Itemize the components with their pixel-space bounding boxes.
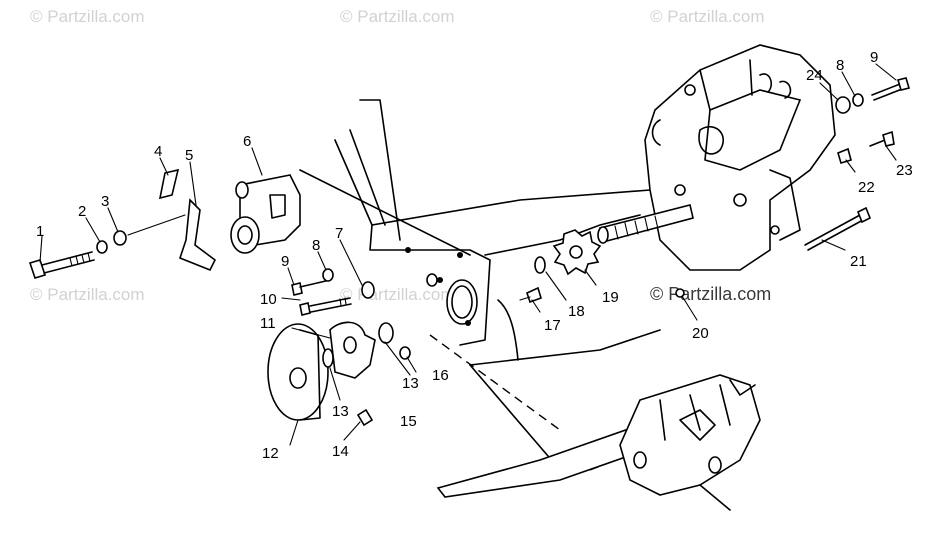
watermark-top-center: © Partzilla.com xyxy=(340,7,455,26)
callout-17: 17 xyxy=(544,317,561,334)
callout-8-left: 8 xyxy=(312,237,320,254)
callout-13-lower: 13 xyxy=(332,403,349,420)
callout-23: 23 xyxy=(896,162,913,179)
bracket xyxy=(158,168,217,272)
watermark-top-right: © Partzilla.com xyxy=(650,7,765,26)
callout-21: 21 xyxy=(850,253,867,270)
callout-13-upper: 13 xyxy=(402,375,419,392)
chassis-frame xyxy=(299,99,721,471)
small-fasteners xyxy=(291,77,911,316)
callout-1: 1 xyxy=(36,223,44,240)
callout-8-right: 8 xyxy=(836,57,844,74)
callout-7: 7 xyxy=(335,225,343,242)
watermark-top-left: © Partzilla.com xyxy=(30,7,145,26)
callout-9-right: 9 xyxy=(870,49,878,66)
callout-labels: 1 2 3 4 5 6 7 8 8 9 9 10 11 12 13 13 14 … xyxy=(36,49,913,462)
callout-2: 2 xyxy=(78,203,86,220)
leader-lines xyxy=(39,63,897,446)
callout-24: 24 xyxy=(806,67,823,84)
sprocket xyxy=(552,229,602,276)
callout-9-left: 9 xyxy=(281,253,289,270)
watermark-group: © Partzilla.com © Partzilla.com © Partzi… xyxy=(30,7,771,304)
callout-4: 4 xyxy=(154,143,162,160)
callout-5: 5 xyxy=(185,147,193,164)
callout-15: 15 xyxy=(400,413,417,430)
callout-10: 10 xyxy=(260,291,277,308)
callout-19: 19 xyxy=(602,289,619,306)
callout-3: 3 xyxy=(101,193,109,210)
bearing-plate xyxy=(405,247,519,361)
drive-shaft xyxy=(597,204,694,244)
callout-14: 14 xyxy=(332,443,349,460)
watermark-mid-left: © Partzilla.com xyxy=(30,285,145,304)
callout-6: 6 xyxy=(243,133,251,150)
watermark-mid-right: © Partzilla.com xyxy=(650,284,771,304)
bolt-assembly-left xyxy=(28,214,186,279)
callout-18: 18 xyxy=(568,303,585,320)
tensioner-housing xyxy=(230,174,301,254)
watermark-mid-center: © Partzilla.com xyxy=(340,285,455,304)
rear-suspension-section xyxy=(436,374,761,511)
callout-11: 11 xyxy=(260,315,276,332)
callout-22: 22 xyxy=(858,179,875,196)
callout-20: 20 xyxy=(692,325,709,342)
callout-12: 12 xyxy=(262,445,279,462)
callout-16: 16 xyxy=(432,367,449,384)
